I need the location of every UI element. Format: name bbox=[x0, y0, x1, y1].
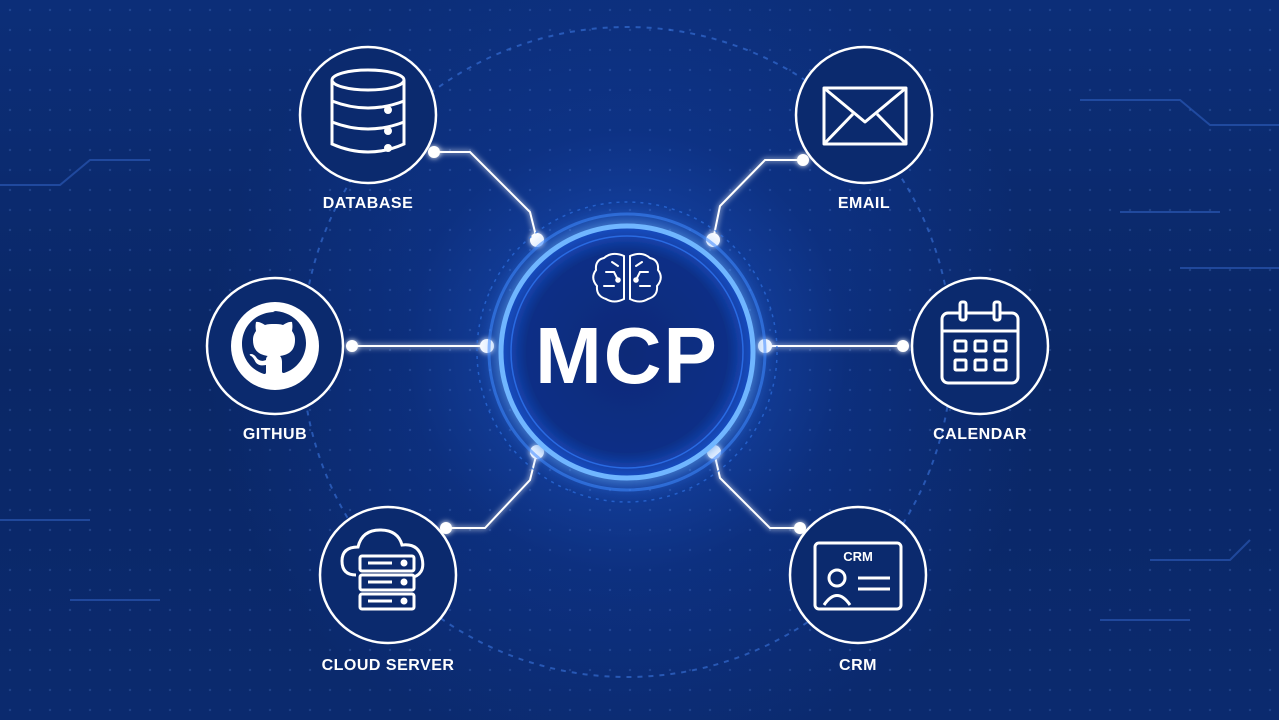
circuit-traces bbox=[0, 99, 1279, 621]
connectors bbox=[352, 151, 903, 529]
mcp-hub bbox=[476, 201, 778, 503]
label-github: GITHUB bbox=[242, 426, 308, 443]
label-email: EMAIL bbox=[837, 195, 891, 212]
cloud-server-icon bbox=[340, 528, 425, 611]
node-circle-email bbox=[794, 45, 934, 185]
envelope-icon bbox=[822, 86, 908, 146]
connector-email bbox=[712, 159, 803, 241]
connector-database bbox=[434, 151, 538, 241]
label-calendar: CALENDAR bbox=[933, 426, 1027, 443]
node-circle-database bbox=[298, 45, 438, 185]
label-crm: CRM bbox=[839, 657, 877, 674]
github-icon bbox=[231, 302, 319, 390]
crm-card-text: CRM bbox=[843, 549, 873, 564]
crm-card-icon bbox=[813, 541, 903, 611]
connector-cloud-server bbox=[446, 451, 538, 529]
connector-crm bbox=[713, 451, 800, 529]
node-circle-calendar bbox=[910, 276, 1050, 416]
label-database: DATABASE bbox=[322, 195, 414, 212]
node-circle-crm bbox=[788, 505, 928, 645]
brain-icon bbox=[592, 252, 662, 303]
label-cloud-server: CLOUD SERVER bbox=[321, 657, 455, 674]
hub-title: MCP bbox=[535, 311, 719, 400]
calendar-icon bbox=[940, 300, 1020, 385]
database-icon bbox=[330, 68, 406, 154]
